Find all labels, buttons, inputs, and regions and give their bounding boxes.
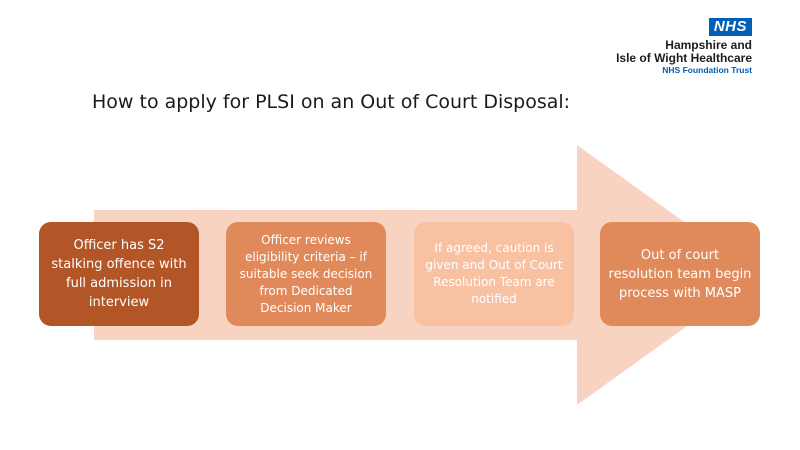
process-step-2: Officer reviews eligibility criteria – i… bbox=[226, 222, 386, 326]
org-name-line-2: Isle of Wight Healthcare bbox=[616, 51, 752, 65]
org-name-line-1: Hampshire and bbox=[665, 38, 752, 52]
nhs-trust-logo: NHS Hampshire and Isle of Wight Healthca… bbox=[552, 18, 752, 75]
process-step-3-label: If agreed, caution is given and Out of C… bbox=[425, 241, 563, 306]
org-name-line-3: NHS Foundation Trust bbox=[662, 65, 752, 75]
page-title: How to apply for PLSI on an Out of Court… bbox=[92, 91, 571, 113]
process-step-4-label: Out of court resolution team begin proce… bbox=[608, 247, 752, 301]
nhs-badge: NHS bbox=[708, 18, 752, 36]
process-step-4: Out of court resolution team begin proce… bbox=[600, 222, 760, 326]
process-step-1-label: Officer has S2 stalking offence with ful… bbox=[51, 238, 187, 310]
process-step-2-label: Officer reviews eligibility criteria – i… bbox=[239, 232, 373, 315]
process-step-3: If agreed, caution is given and Out of C… bbox=[414, 222, 574, 326]
process-step-1: Officer has S2 stalking offence with ful… bbox=[39, 222, 199, 326]
